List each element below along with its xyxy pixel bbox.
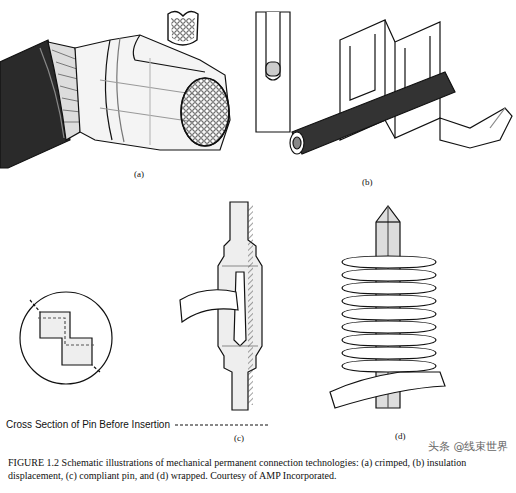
wrapped-post-illustration [330, 206, 445, 408]
crimp-illustration [0, 11, 230, 168]
figure-caption: FIGURE 1.2 Schematic illustrations of me… [8, 456, 508, 482]
wire-coil [342, 282, 436, 294]
figure-label: (c) [234, 434, 244, 444]
wire-coil [342, 269, 436, 281]
leader-line [175, 424, 268, 425]
wire-coil [342, 308, 436, 320]
wire-coil [342, 321, 436, 333]
wire-coil [342, 347, 436, 359]
figure-label: (d) [395, 432, 406, 442]
wire-coil [342, 334, 436, 346]
figure-label: (a) [134, 170, 144, 180]
idc-illustration [256, 12, 512, 154]
compliant-pin-illustration [20, 202, 268, 425]
watermark: 头条 @线束世界 [428, 441, 509, 453]
wire-coil [342, 295, 436, 307]
wire-coil [342, 256, 436, 268]
figure-label: (b) [362, 178, 373, 188]
inset-label: Cross Section of Pin Before Insertion [6, 419, 170, 430]
wire-coil [342, 360, 436, 372]
